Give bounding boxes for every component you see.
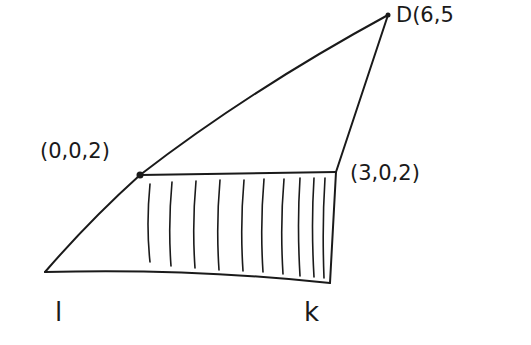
bottom-edge xyxy=(45,271,330,283)
point-label: l xyxy=(55,298,62,327)
point-dot xyxy=(137,172,144,179)
point-label: (3,0,2) xyxy=(350,162,420,185)
apex-dot xyxy=(386,13,391,18)
point-label: k xyxy=(304,298,319,327)
cross-segment xyxy=(140,172,336,175)
right-edge xyxy=(330,15,388,283)
point-label: (0,0,2) xyxy=(40,140,110,163)
hatching xyxy=(148,178,325,278)
point-label: D(6,5 xyxy=(396,4,454,27)
